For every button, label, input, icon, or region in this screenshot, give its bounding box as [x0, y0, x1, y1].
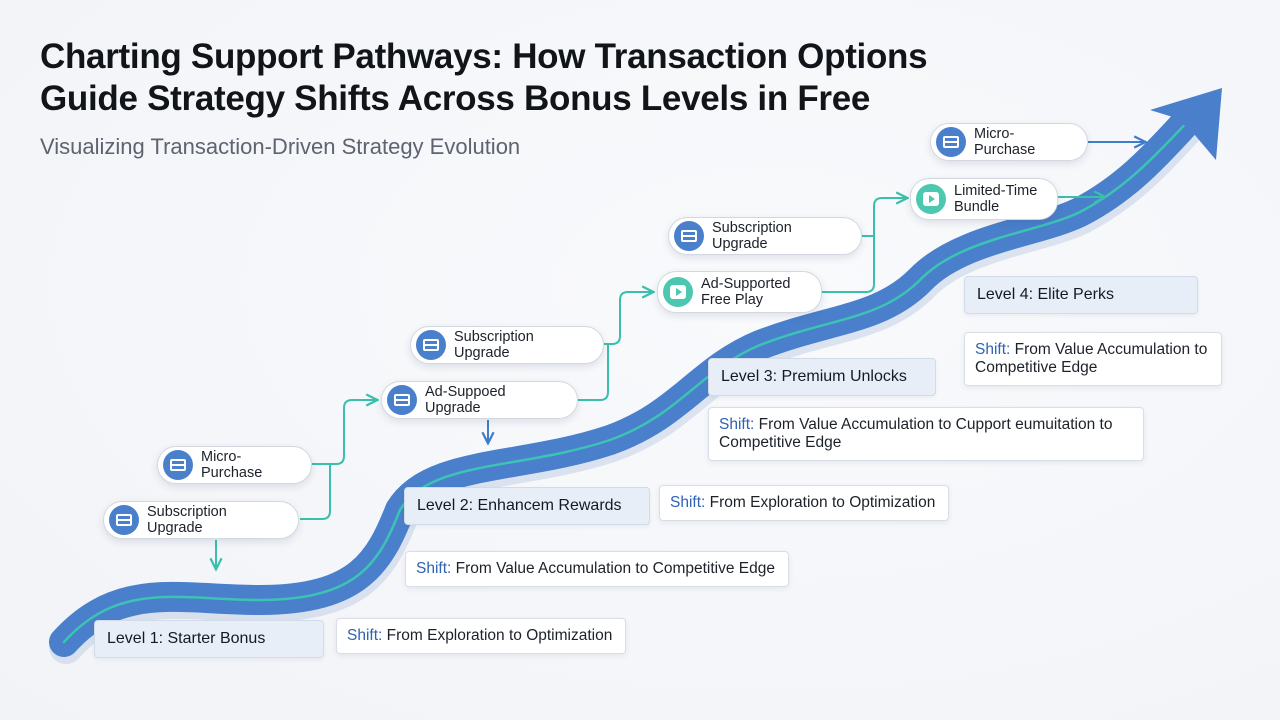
card-icon	[109, 505, 139, 535]
title-line-2: Guide Strategy Shifts Across Bonus Level…	[40, 79, 871, 118]
page-title: Charting Support Pathways: How Transacti…	[40, 36, 928, 120]
page-subtitle: Visualizing Transaction-Driven Strategy …	[40, 134, 521, 159]
shift-box: Shift: From Exploration to Optimization	[659, 485, 949, 521]
shift-box: Shift: From Exploration to Optimization	[336, 618, 626, 654]
connector-line	[604, 292, 652, 345]
shift-box: Shift: From Value Accumulation to Compet…	[405, 551, 789, 587]
option-limited-time-bundle[interactable]: Limited-Time Bundle	[910, 178, 1058, 220]
shift-box: Shift: From Value Accumulation to Cuppor…	[708, 407, 1144, 461]
card-icon	[163, 450, 193, 480]
connector-line	[873, 198, 906, 240]
level-3-label: Level 3: Premium Unlocks	[708, 358, 936, 396]
level-4-label: Level 4: Elite Perks	[964, 276, 1198, 314]
connector-line	[578, 345, 609, 401]
option-ad-supported-free-play[interactable]: Ad-Supported Free Play	[657, 271, 822, 313]
growth-path-inner-line	[62, 112, 1197, 644]
connector-line	[822, 235, 875, 293]
level-2-label: Level 2: Enhancem Rewards	[404, 487, 650, 525]
growth-arrow-head	[1150, 88, 1222, 160]
play-icon	[663, 277, 693, 307]
card-icon	[674, 221, 704, 251]
option-ad-supported-upgrade[interactable]: Ad-Suppoed Upgrade	[381, 381, 578, 419]
connector-line	[300, 465, 331, 520]
level-1-label: Level 1: Starter Bonus	[94, 620, 324, 658]
connector-line	[312, 400, 376, 465]
card-icon	[416, 330, 446, 360]
card-icon	[387, 385, 417, 415]
card-icon	[936, 127, 966, 157]
shift-box: Shift: From Value Accumulation to Compet…	[964, 332, 1222, 386]
option-subscription-upgrade[interactable]: Subscription Upgrade	[668, 217, 862, 255]
title-line-1: Charting Support Pathways: How Transacti…	[40, 37, 928, 76]
play-icon	[916, 184, 946, 214]
option-micro-purchase[interactable]: Micro-Purchase	[157, 446, 312, 484]
option-subscription-upgrade[interactable]: Subscription Upgrade	[103, 501, 299, 539]
option-subscription-upgrade[interactable]: Subscription Upgrade	[410, 326, 604, 364]
option-micro-purchase[interactable]: Micro-Purchase	[930, 123, 1088, 161]
